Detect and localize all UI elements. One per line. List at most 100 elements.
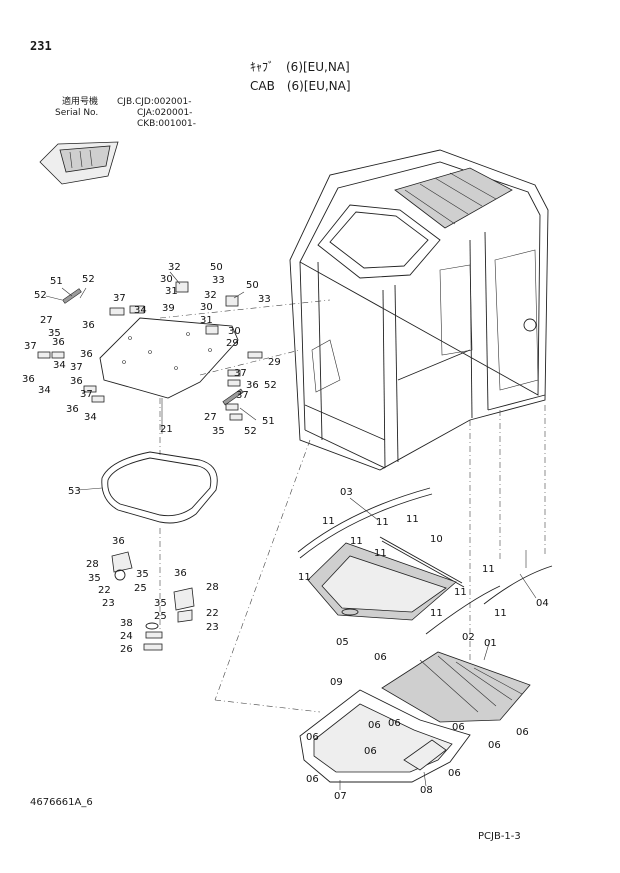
callout-37: 37 [24, 341, 37, 352]
callout-11: 11 [374, 548, 387, 559]
callout-34: 34 [38, 385, 51, 396]
callout-35: 35 [154, 598, 167, 609]
page-code: PCJB-1-3 [478, 831, 521, 842]
callout-39: 39 [162, 303, 175, 314]
callout-11: 11 [494, 608, 507, 619]
callout-29: 29 [226, 338, 239, 349]
callout-27: 27 [40, 315, 53, 326]
callout-06: 06 [374, 652, 387, 663]
callout-36: 36 [82, 320, 95, 331]
callout-51: 51 [50, 276, 63, 287]
callout-36: 36 [80, 349, 93, 360]
callout-11: 11 [454, 587, 467, 598]
callout-06: 06 [364, 746, 377, 757]
callout-52: 52 [34, 290, 47, 301]
callout-28: 28 [206, 582, 219, 593]
callout-11: 11 [298, 572, 311, 583]
callout-34: 34 [134, 305, 147, 316]
callout-27: 27 [204, 412, 217, 423]
callout-11: 11 [350, 536, 363, 547]
callout-24: 24 [120, 631, 133, 642]
callout-30: 30 [160, 274, 173, 285]
callout-11: 11 [376, 517, 389, 528]
callout-10: 10 [430, 534, 443, 545]
callout-53: 53 [68, 486, 81, 497]
callout-01: 01 [484, 638, 497, 649]
callout-06: 06 [388, 718, 401, 729]
callout-31: 31 [200, 315, 213, 326]
callout-06: 06 [306, 774, 319, 785]
callout-33: 33 [212, 275, 225, 286]
callout-37: 37 [236, 390, 249, 401]
callout-07: 07 [334, 791, 347, 802]
callout-34: 34 [84, 412, 97, 423]
roof-seal-53 [101, 451, 218, 524]
callout-06: 06 [516, 727, 529, 738]
callout-06: 06 [306, 732, 319, 743]
hardware-small-parts [37, 281, 263, 651]
callout-36: 36 [70, 376, 83, 387]
serial-label-english: Serial No. [55, 108, 99, 118]
callout-34: 34 [53, 360, 66, 371]
callout-52: 52 [82, 274, 95, 285]
callout-30: 30 [200, 302, 213, 313]
roof-assembly-parts [297, 487, 553, 783]
serial-label-japanese: 適用号機 [62, 97, 99, 107]
callout-52: 52 [244, 426, 257, 437]
serial-line-2: CJA:020001- [137, 108, 193, 118]
callout-36: 36 [22, 374, 35, 385]
callout-32: 32 [204, 290, 217, 301]
callout-09: 09 [330, 677, 343, 688]
callout-36: 36 [246, 380, 259, 391]
callout-06: 06 [452, 722, 465, 733]
callout-36: 36 [52, 337, 65, 348]
callout-11: 11 [406, 514, 419, 525]
callout-26: 26 [120, 644, 133, 655]
callout-33: 33 [258, 294, 271, 305]
callout-51: 51 [262, 416, 275, 427]
callout-28: 28 [86, 559, 99, 570]
callout-36: 36 [174, 568, 187, 579]
callout-30: 30 [228, 326, 241, 337]
thumbnail-cab-icon [39, 141, 119, 185]
callout-23: 23 [206, 622, 219, 633]
callout-04: 04 [536, 598, 549, 609]
drawing-number: 4676661A_6 [30, 797, 93, 808]
callout-37: 37 [234, 368, 247, 379]
callout-21: 21 [160, 424, 173, 435]
callout-25: 25 [134, 583, 147, 594]
callout-31: 31 [165, 286, 178, 297]
callout-22: 22 [206, 608, 219, 619]
callout-36: 36 [112, 536, 125, 547]
leader-lines [45, 271, 537, 790]
callout-11: 11 [430, 608, 443, 619]
callout-06: 06 [368, 720, 381, 731]
callout-35: 35 [88, 573, 101, 584]
callout-05: 05 [336, 637, 349, 648]
title-english: CAB (6)[EU,NA] [250, 79, 351, 93]
callout-06: 06 [448, 768, 461, 779]
callout-37: 37 [70, 362, 83, 373]
callout-35: 35 [136, 569, 149, 580]
callout-labels: 51 52 52 27 35 36 37 34 39 32 30 50 33 3… [22, 262, 549, 802]
callout-22: 22 [98, 585, 111, 596]
callout-32: 32 [168, 262, 181, 273]
callout-38: 38 [120, 618, 133, 629]
callout-11: 11 [482, 564, 495, 575]
callout-02: 02 [462, 632, 475, 643]
callout-35: 35 [48, 328, 61, 339]
roof-glass-21 [99, 317, 239, 399]
callout-08: 08 [420, 785, 433, 796]
callout-36: 36 [66, 404, 79, 415]
callout-52: 52 [264, 380, 277, 391]
callout-35: 35 [212, 426, 225, 437]
serial-line-1: CJB.CJD:002001- [117, 97, 192, 107]
callout-50: 50 [246, 280, 259, 291]
callout-23: 23 [102, 598, 115, 609]
callout-03: 03 [340, 487, 353, 498]
callout-37: 37 [80, 389, 93, 400]
callout-06: 06 [488, 740, 501, 751]
serial-line-3: CKB:001001- [137, 119, 196, 129]
callout-11: 11 [322, 516, 335, 527]
title-japanese: ｷｬﾌﾞ (6)[EU,NA] [250, 60, 350, 74]
